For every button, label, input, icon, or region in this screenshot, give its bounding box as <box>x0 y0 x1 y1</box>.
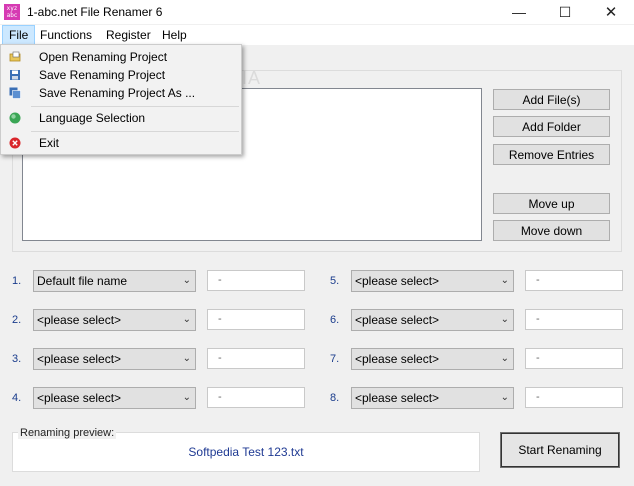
separator-input-1[interactable]: - <box>207 270 305 291</box>
rule-number: 7. <box>330 353 340 365</box>
move-down-button[interactable]: Move down <box>493 220 610 241</box>
menu-help[interactable]: Help <box>162 28 187 42</box>
rule-select-4[interactable]: <please select> ⌄ <box>33 387 196 409</box>
menu-language-selection[interactable]: Language Selection <box>2 109 240 127</box>
rule-number: 8. <box>330 392 340 404</box>
separator-input-2[interactable]: - <box>207 309 305 330</box>
rule-number: 1. <box>12 275 22 287</box>
chevron-down-icon: ⌄ <box>500 353 509 364</box>
title-bar: xyz abc 1-abc.net File Renamer 6 — ☐ ✕ <box>0 0 634 25</box>
open-project-icon <box>9 51 21 62</box>
rule-select-5[interactable]: <please select> ⌄ <box>351 270 514 292</box>
rule-select-value: <please select> <box>355 391 440 405</box>
files-group <box>12 70 622 252</box>
menu-register[interactable]: Register <box>106 28 151 42</box>
separator-input-6[interactable]: - <box>525 309 623 330</box>
menu-separator <box>31 106 239 107</box>
separator-input-7[interactable]: - <box>525 348 623 369</box>
rule-select-7[interactable]: <please select> ⌄ <box>351 348 514 370</box>
rule-select-value: <please select> <box>37 352 122 366</box>
rule-select-value: <please select> <box>37 313 122 327</box>
rule-select-value: <please select> <box>355 352 440 366</box>
separator-input-8[interactable]: - <box>525 387 623 408</box>
rule-select-value: <please select> <box>37 391 122 405</box>
rule-select-value: <please select> <box>355 313 440 327</box>
file-menu-dropdown: Open Renaming Project Save Renaming Proj… <box>0 44 242 155</box>
chevron-down-icon: ⌄ <box>500 314 509 325</box>
chevron-down-icon: ⌄ <box>182 275 191 286</box>
rule-select-value: <please select> <box>355 274 440 288</box>
chevron-down-icon: ⌄ <box>182 314 191 325</box>
menu-functions[interactable]: Functions <box>40 28 93 42</box>
menu-save-project-as[interactable]: Save Renaming Project As ... <box>2 84 240 102</box>
rule-select-2[interactable]: <please select> ⌄ <box>33 309 196 331</box>
menu-file[interactable]: File <box>2 25 36 45</box>
save-icon <box>10 70 20 80</box>
add-files-button[interactable]: Add File(s) <box>493 89 610 110</box>
rule-number: 4. <box>12 392 22 404</box>
menu-exit[interactable]: Exit <box>2 134 240 152</box>
rule-select-3[interactable]: <please select> ⌄ <box>33 348 196 370</box>
close-button[interactable]: ✕ <box>604 4 618 21</box>
save-as-icon <box>9 87 21 99</box>
menu-save-project[interactable]: Save Renaming Project <box>2 66 240 84</box>
rule-select-1[interactable]: Default file name ⌄ <box>33 270 196 292</box>
rule-number: 2. <box>12 314 22 326</box>
preview-label: Renaming preview: <box>18 427 117 439</box>
preview-text: Softpedia Test 123.txt <box>188 445 304 459</box>
rule-select-8[interactable]: <please select> ⌄ <box>351 387 514 409</box>
start-renaming-button[interactable]: Start Renaming <box>500 432 620 468</box>
window-title: 1-abc.net File Renamer 6 <box>27 5 163 19</box>
chevron-down-icon: ⌄ <box>182 392 191 403</box>
app-icon: xyz abc <box>4 4 20 20</box>
exit-icon <box>9 137 21 149</box>
menu-separator <box>31 131 239 132</box>
maximize-button[interactable]: ☐ <box>558 4 572 20</box>
remove-entries-button[interactable]: Remove Entries <box>493 144 610 165</box>
minimize-button[interactable]: — <box>512 4 526 20</box>
separator-input-4[interactable]: - <box>207 387 305 408</box>
globe-icon <box>9 112 21 124</box>
rule-number: 3. <box>12 353 22 365</box>
menu-bar: File Functions Register Help <box>0 25 634 45</box>
move-up-button[interactable]: Move up <box>493 193 610 214</box>
chevron-down-icon: ⌄ <box>182 353 191 364</box>
rule-select-value: Default file name <box>37 274 128 288</box>
chevron-down-icon: ⌄ <box>500 392 509 403</box>
rule-select-6[interactable]: <please select> ⌄ <box>351 309 514 331</box>
rule-number: 6. <box>330 314 340 326</box>
preview-box <box>12 432 480 472</box>
separator-input-5[interactable]: - <box>525 270 623 291</box>
rule-number: 5. <box>330 275 340 287</box>
menu-open-project[interactable]: Open Renaming Project <box>2 48 240 66</box>
chevron-down-icon: ⌄ <box>500 275 509 286</box>
separator-input-3[interactable]: - <box>207 348 305 369</box>
add-folder-button[interactable]: Add Folder <box>493 116 610 137</box>
